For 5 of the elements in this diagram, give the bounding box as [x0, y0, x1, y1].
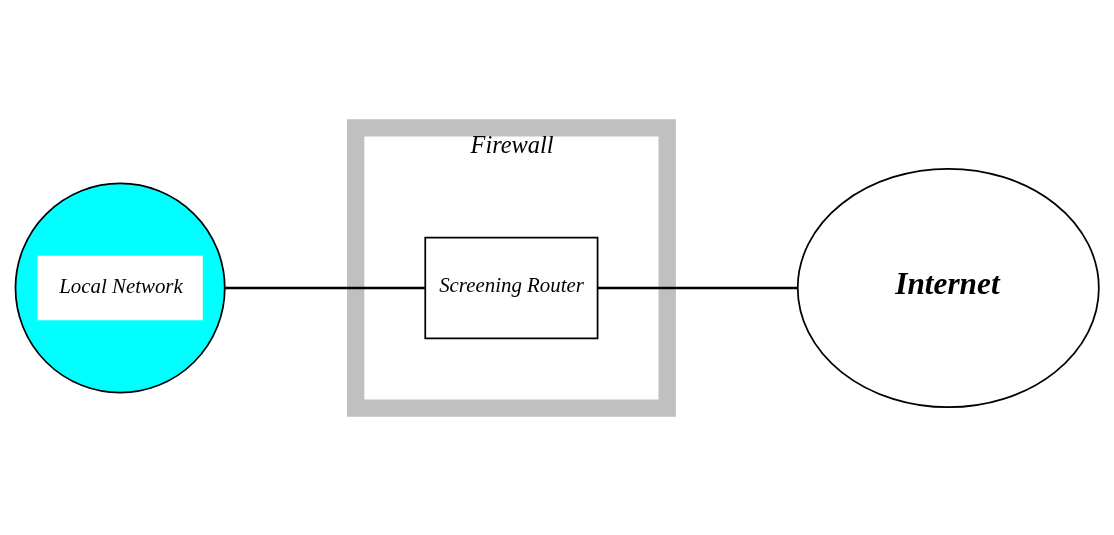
node-circle: Local Network: [14, 182, 226, 394]
connector: [225, 286, 425, 289]
connector: [597, 286, 798, 289]
node-ellipse: Internet: [796, 167, 1100, 408]
node-box: Screening Router: [424, 236, 599, 339]
